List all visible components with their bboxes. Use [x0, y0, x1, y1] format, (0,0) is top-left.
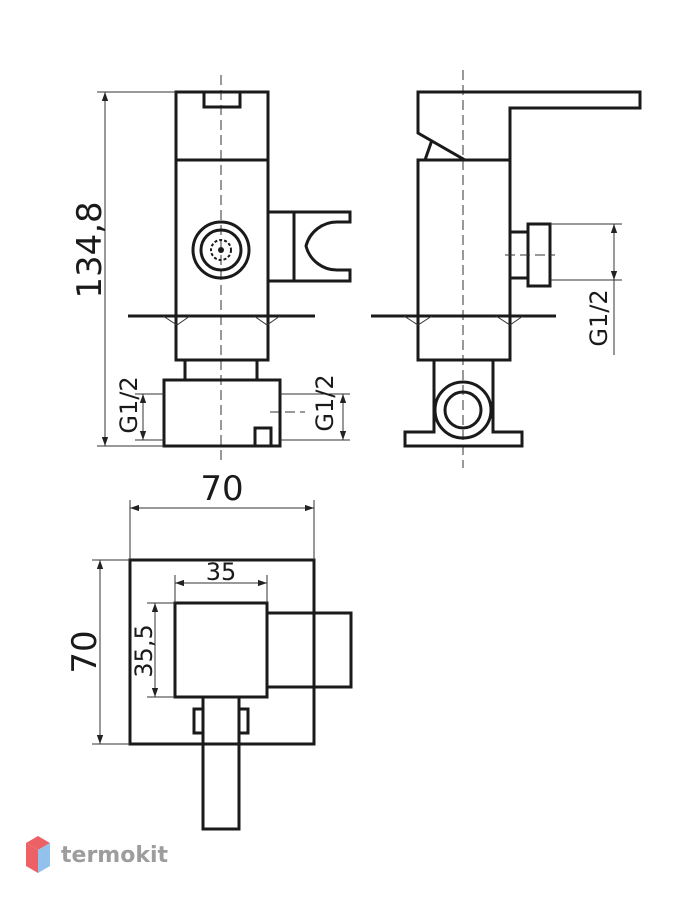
inlet-thread-left-label: G1/2: [115, 376, 143, 433]
inlet-thread-left-dimension: G1/2: [115, 376, 164, 441]
plate-width-dimension: 70: [129, 469, 315, 560]
side-view: [371, 70, 642, 468]
overall-height-dimension: 134,8: [70, 91, 176, 447]
plate-height-label: 70: [65, 630, 105, 673]
termokit-logo-icon: [26, 836, 50, 873]
plate-width-label: 70: [200, 469, 243, 509]
body-width-dimension: 35: [174, 558, 268, 603]
side-outlet-thread-dimension: G1/2: [550, 223, 622, 355]
inlet-thread-right-dimension: G1/2: [280, 374, 350, 441]
body-depth-label: 35,5: [130, 624, 158, 677]
plate-height-dimension: 70: [65, 559, 130, 745]
top-view: [128, 558, 353, 831]
inlet-thread-right-label: G1/2: [311, 374, 339, 431]
cartridge-symbol: [191, 220, 251, 280]
termokit-brand-text: termokit: [61, 843, 168, 868]
body-width-label: 35: [206, 558, 237, 586]
termokit-watermark: termokit: [26, 836, 168, 873]
front-view: [128, 75, 352, 460]
side-outlet-thread-label: G1/2: [585, 289, 613, 346]
body-depth-dimension: 35,5: [130, 602, 175, 698]
overall-height-label: 134,8: [70, 201, 110, 298]
